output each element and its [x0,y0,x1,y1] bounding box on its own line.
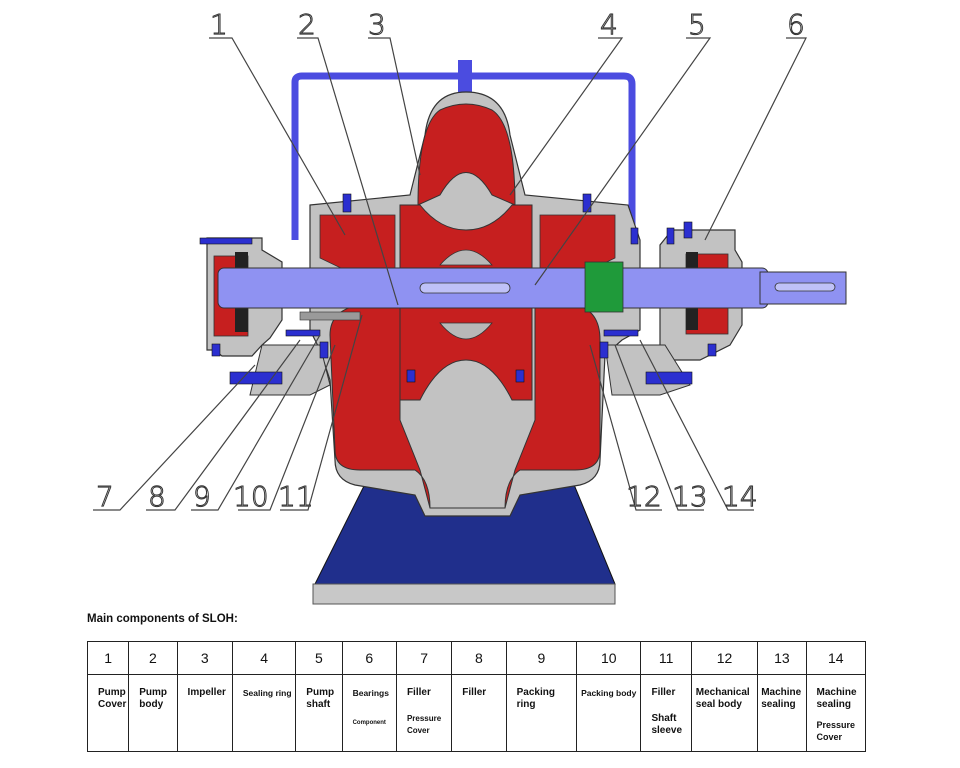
component-subname: Component [352,720,386,726]
table-cell-num: 7 [395,641,453,675]
table-cell-num: 9 [505,641,578,675]
table-cell-name: Pump shaft [295,674,343,752]
callout-11: 11 [278,480,314,513]
table-cell-num: 8 [451,641,507,675]
table-cell-num: 11 [640,641,692,675]
table-cell-num: 1 [86,641,130,675]
callout-8: 8 [148,480,166,513]
component-name: Packing ring [516,687,555,710]
shaft-keyway [419,282,511,294]
callout-2: 2 [298,8,316,41]
component-subname: Pressure Cover [406,714,442,735]
table-cell-name: Sealing ring [231,674,297,752]
volute-lower [329,299,601,509]
component-name: Bearings [352,688,389,698]
bolts [199,193,717,385]
callout-6: 6 [787,8,805,41]
table-cell-num: 6 [341,641,397,675]
component-name: Machine sealing [761,687,802,710]
table-title: Main components of SLOH: [87,613,238,625]
table-cell-name: Packing body [576,674,642,752]
base-plate [312,583,616,605]
callout-12: 12 [626,480,662,513]
component-subname: Pressure Cover [816,720,856,742]
table-cell-name: Mechanical seal body [690,674,759,752]
component-name: Machine sealing [816,687,857,710]
table-cell-num: 2 [128,641,178,675]
table-cell-name: Filler Pressure Cover [395,674,453,752]
table-cell-name: Pump body [128,674,178,752]
table-cell-num: 14 [805,641,866,675]
table-cell-name: Packing ring [505,674,578,752]
table-cell-num: 5 [295,641,343,675]
callout-14: 14 [722,480,758,513]
component-name: Packing body [581,688,637,698]
component-name: Pump shaft [306,687,335,710]
pump-cross-section-diagram: 1 2 3 4 5 6 7 8 9 10 11 12 13 14 [93,8,847,605]
callout-5: 5 [688,8,706,41]
table-cell-num: 3 [176,641,233,675]
callout-9: 9 [193,480,211,513]
callout-7: 7 [96,480,114,513]
components-table: 1 2 3 4 5 6 7 8 9 10 11 12 13 14 Pump Co… [86,641,866,752]
component-name: Filler [406,687,431,698]
shaft-end-keyway [774,282,836,292]
table-cell-num: 13 [757,641,807,675]
table-cell-name: Filler [451,674,507,752]
impeller-vane-top [439,249,493,266]
table-cell-num: 12 [690,641,759,675]
component-name: Impeller [187,687,226,698]
callout-4: 4 [600,8,618,41]
callout-3: 3 [368,8,386,41]
component-name: Filler [462,687,487,698]
callout-10: 10 [233,480,269,513]
leader-lines [93,37,807,511]
component-name: Sealing ring [242,688,292,698]
table-cell-name: Filler Shaft sleeve [640,674,692,752]
table-name-row: Pump Cover Pump body Impeller Sealing ri… [86,674,866,752]
table-number-row: 1 2 3 4 5 6 7 8 9 10 11 12 13 14 [86,641,866,675]
callout-1: 1 [210,8,228,41]
impeller-vane-bottom [439,322,493,340]
pipe-tee [458,60,472,92]
mechanical-seal-packing [584,261,624,313]
table-cell-num: 10 [576,641,642,675]
table-cell-num: 4 [231,641,297,675]
component-name: Pump body [139,687,168,710]
volute-upper [417,103,516,206]
left-seal-chamber [319,214,396,271]
table-cell-name: Pump Cover [86,674,130,752]
table-cell-name: Impeller [176,674,233,752]
table-cell-name: Machine sealing [757,674,807,752]
component-name: Pump Cover [98,687,127,710]
component-subname: Shaft sleeve [651,713,683,736]
table-cell-name: Machine sealing Pressure Cover [805,674,866,752]
left-packing-ring [299,311,361,321]
table-cell-name: Bearings Component [341,674,397,752]
component-name: Filler [651,687,676,698]
component-name: Mechanical seal body [695,687,750,710]
callout-13: 13 [672,480,708,513]
